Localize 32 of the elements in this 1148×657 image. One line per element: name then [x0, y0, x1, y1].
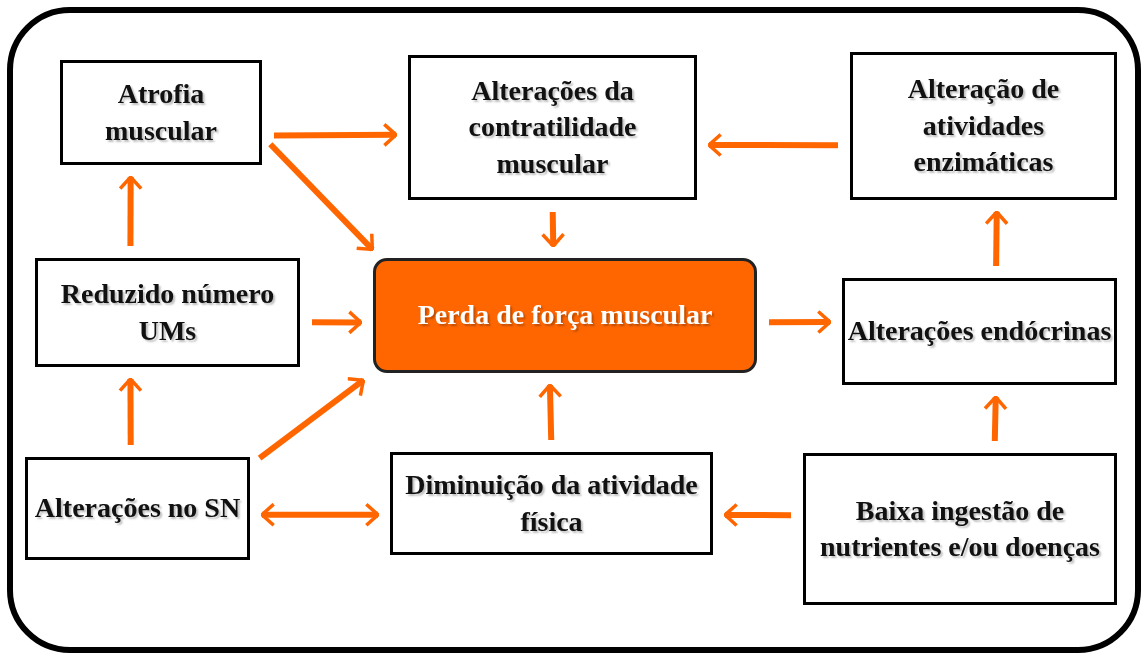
arrow [257, 377, 366, 461]
process-box [35, 258, 300, 367]
box-label: Baixa ingestão de nutrientes e/ou doenças [819, 493, 1101, 564]
arrow [118, 175, 143, 246]
arrow [768, 309, 832, 335]
box-label: Alterações endócrinas [847, 314, 1112, 349]
process-box [390, 452, 713, 555]
arrow [723, 502, 792, 528]
box-label: Alterações no SN [34, 491, 241, 526]
arrow [984, 210, 1009, 267]
process-box [842, 278, 1117, 385]
process-box [60, 60, 262, 165]
box-label: Reduzido número UMs [59, 277, 276, 348]
arrow [268, 142, 375, 252]
arrow [707, 132, 838, 158]
central-box [373, 258, 757, 373]
arrow [312, 310, 363, 335]
box-label: Diminuição da atividade física [404, 468, 699, 539]
process-box [25, 457, 250, 560]
arrow [537, 383, 563, 441]
arrow [273, 122, 398, 148]
arrow [540, 211, 566, 248]
box-label: Perda de força muscular [417, 298, 713, 333]
arrow [118, 377, 143, 445]
process-box [850, 52, 1117, 200]
process-box [803, 453, 1117, 605]
box-label: Alteração de atividades enzimáticas [906, 72, 1061, 180]
arrow [983, 395, 1008, 442]
arrow [260, 502, 380, 528]
box-label: Alterações da contratilidade muscular [467, 73, 638, 181]
box-label: Atrofia muscular [104, 77, 218, 148]
process-box [408, 55, 697, 200]
